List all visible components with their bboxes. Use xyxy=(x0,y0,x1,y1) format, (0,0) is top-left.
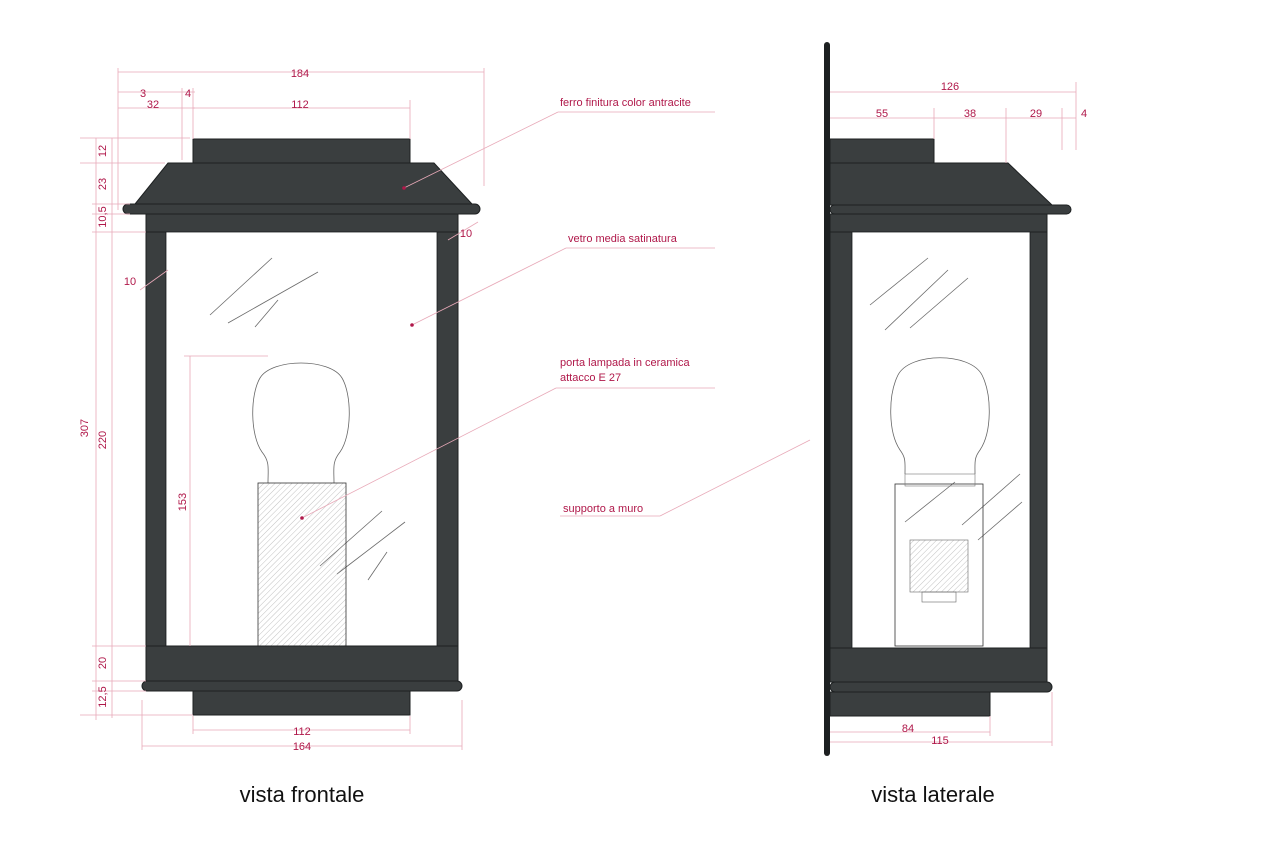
dim-84: 84 xyxy=(902,723,914,735)
dim-220: 220 xyxy=(97,431,109,449)
note-supporto: supporto a muro xyxy=(563,503,643,515)
side-left-post xyxy=(829,231,853,649)
side-right-post xyxy=(1029,231,1048,649)
side-lamp-holder xyxy=(894,483,984,647)
side-top-cap xyxy=(829,138,935,164)
dim-12-5: 12,5 xyxy=(97,686,109,707)
side-dimension-labels: 126 55 38 29 4 84 115 xyxy=(876,81,1087,747)
dim-112-top: 112 xyxy=(291,99,309,111)
front-right-post xyxy=(436,231,459,647)
dim-29: 29 xyxy=(1030,108,1042,120)
side-bulb-neck xyxy=(904,473,976,487)
dim-12: 12 xyxy=(97,145,109,157)
front-bottom-cap xyxy=(192,690,411,716)
dim-38: 38 xyxy=(964,108,976,120)
side-bottom-rim xyxy=(829,681,1053,693)
side-top-rim xyxy=(829,204,1072,215)
callouts: ferro finitura color antracite vetro med… xyxy=(300,97,811,520)
caption-side: vista laterale xyxy=(871,782,995,807)
dim-4-side: 4 xyxy=(1081,108,1087,120)
dim-153: 153 xyxy=(177,493,189,511)
dim-32: 32 xyxy=(147,99,159,111)
side-view xyxy=(824,42,1072,756)
front-dimension-lines xyxy=(80,68,485,750)
front-top-band xyxy=(145,213,459,233)
caption-front: vista frontale xyxy=(240,782,365,807)
front-top-cap xyxy=(192,138,411,164)
note-porta-line1: porta lampada in ceramica xyxy=(560,357,691,369)
dim-112-bottom: 112 xyxy=(293,726,311,738)
side-dimension-lines xyxy=(830,82,1077,746)
dim-23: 23 xyxy=(97,178,109,190)
front-bottom-band xyxy=(145,645,459,682)
front-left-post xyxy=(145,231,167,647)
front-roof xyxy=(133,162,474,205)
dim-115: 115 xyxy=(931,735,949,747)
front-view xyxy=(122,138,481,716)
note-ferro: ferro finitura color antracite xyxy=(560,97,691,109)
side-socket-base xyxy=(921,591,957,603)
side-bulb xyxy=(890,357,990,475)
side-glass-reflections xyxy=(869,257,1023,541)
front-bottom-rim xyxy=(141,680,463,692)
dim-20: 20 xyxy=(97,657,109,669)
side-socket-thread xyxy=(909,539,969,593)
front-dimension-labels: 184 3 32 4 112 12 23 10,5 10 10 307 220 … xyxy=(79,68,472,753)
side-wall-bracket xyxy=(824,42,830,756)
dim-10-5: 10,5 xyxy=(97,206,109,227)
front-bulb xyxy=(252,362,350,484)
dim-3: 3 xyxy=(140,88,146,100)
side-bottom-band xyxy=(829,647,1048,683)
dim-307: 307 xyxy=(79,419,91,437)
dim-10-right: 10 xyxy=(460,228,472,240)
front-glass-reflections xyxy=(209,257,406,581)
dim-126: 126 xyxy=(941,81,959,93)
front-lamp-holder xyxy=(257,482,347,647)
dim-55: 55 xyxy=(876,108,888,120)
side-bottom-cap xyxy=(829,691,991,717)
note-vetro: vetro media satinatura xyxy=(568,233,678,245)
dim-164: 164 xyxy=(293,741,311,753)
note-porta-line2: attacco E 27 xyxy=(560,372,621,384)
dim-4: 4 xyxy=(185,88,191,100)
side-roof xyxy=(829,162,1054,206)
side-top-band xyxy=(829,213,1048,233)
dim-184: 184 xyxy=(291,68,309,80)
front-top-rim xyxy=(122,203,481,215)
dim-10-left: 10 xyxy=(124,276,136,288)
